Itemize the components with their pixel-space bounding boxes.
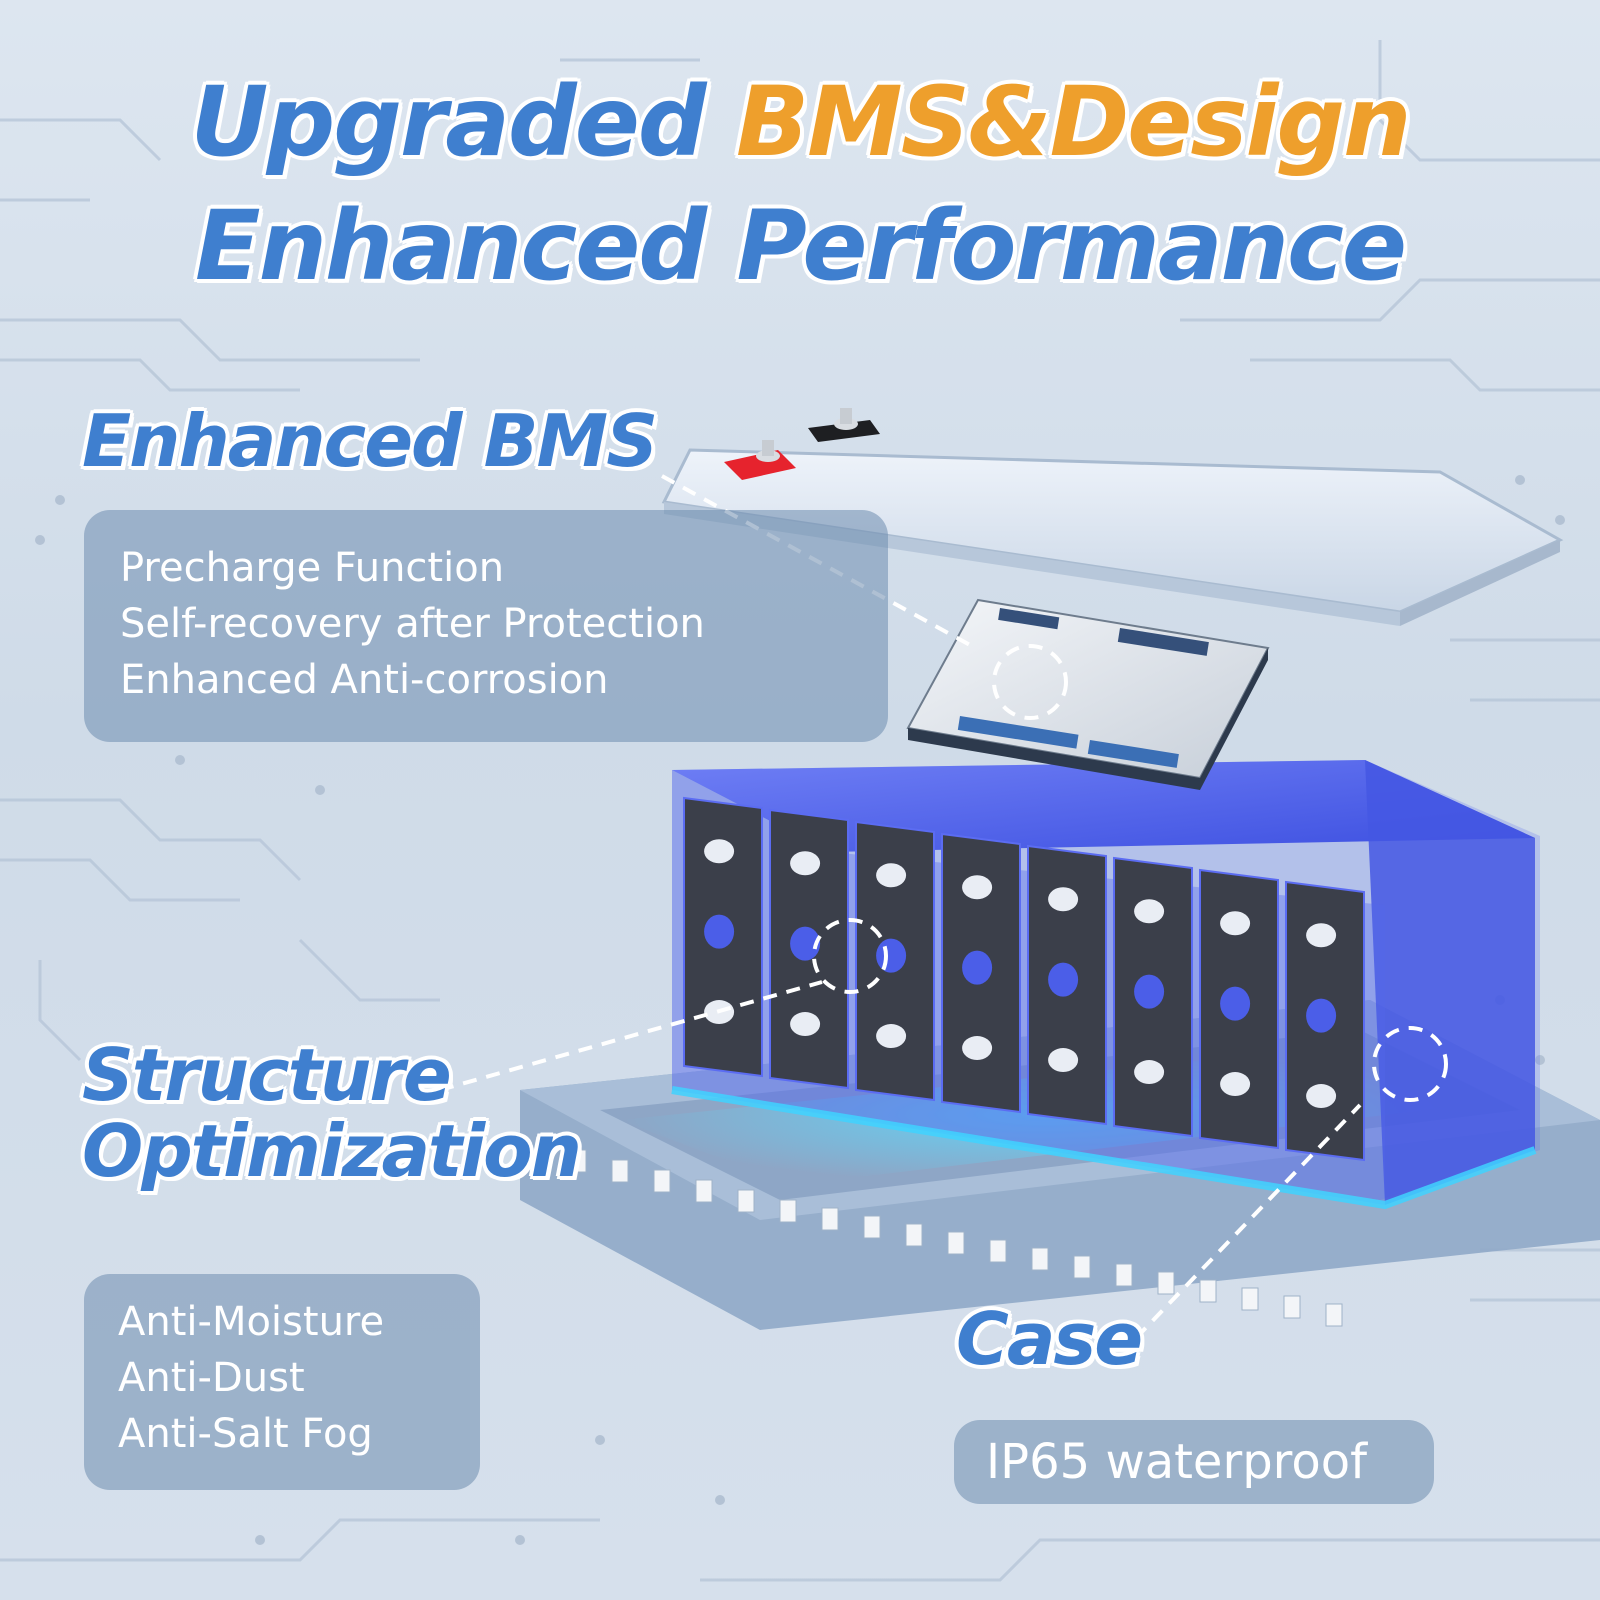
case-feature-panel: IP65 waterproof [954, 1420, 1434, 1504]
cell-terminal [1220, 1072, 1251, 1097]
cell-terminal [876, 1024, 907, 1049]
chip-pins [569, 1149, 1343, 1327]
structure-feature: Anti-Salt Fog [118, 1411, 373, 1457]
cell-terminal [1048, 962, 1079, 997]
cell-terminal [876, 938, 907, 973]
cell-terminal [1306, 923, 1337, 948]
cell-terminal [876, 863, 907, 888]
circuit-pattern-background [0, 40, 1600, 1582]
cell-terminal [962, 1036, 993, 1061]
cell-terminal [962, 950, 993, 985]
bms-feature: Enhanced Anti-corrosion [120, 657, 609, 703]
cell-terminal [704, 914, 735, 949]
cell-terminal [1048, 1048, 1079, 1073]
bms-feature-panel: Precharge Function Self-recovery after P… [84, 510, 888, 742]
bms-section-title: Enhanced BMS [82, 399, 658, 483]
negative-terminal-icon [808, 408, 880, 442]
bms-feature: Precharge Function [120, 545, 505, 591]
cell-terminal [790, 926, 821, 961]
callout-circle-icon [812, 644, 1448, 1102]
bms-feature: Self-recovery after Protection [120, 601, 705, 647]
case-section-title: Case [956, 1297, 1143, 1381]
headline-bms-design: BMS&Design [736, 66, 1411, 178]
headline-upgraded: Upgraded [190, 66, 736, 178]
cell-terminal [962, 875, 993, 900]
cell-terminal [1306, 998, 1337, 1033]
cell-terminal [790, 1012, 821, 1037]
bms-board [906, 598, 1270, 790]
cell-terminal [1134, 899, 1165, 924]
structure-title-line-1: Structure [82, 1033, 452, 1117]
cell-pack-glow-edge [671, 1086, 1537, 1210]
structure-feature-panel: Anti-Moisture Anti-Dust Anti-Salt Fog [84, 1274, 480, 1490]
cell-terminal [1048, 887, 1079, 912]
cell-terminal [1220, 911, 1251, 936]
cell-terminal [1220, 986, 1251, 1021]
cell-terminal [1134, 1060, 1165, 1085]
case-feature: IP65 waterproof [986, 1434, 1367, 1490]
cell-terminal [704, 839, 735, 864]
positive-terminal-icon [724, 440, 796, 480]
headline-line-1: Upgraded BMS&Design [0, 74, 1600, 170]
structure-feature: Anti-Dust [118, 1355, 305, 1401]
structure-section-title: Structure Optimization [82, 1033, 582, 1193]
cell-terminal [1134, 974, 1165, 1009]
structure-title-line-2: Optimization [82, 1108, 582, 1193]
battery-cells [683, 796, 1365, 1162]
cell-terminal [1306, 1084, 1337, 1109]
cell-terminal [790, 851, 821, 876]
structure-feature: Anti-Moisture [118, 1299, 385, 1345]
headline-line-2: Enhanced Performance [194, 190, 1407, 302]
